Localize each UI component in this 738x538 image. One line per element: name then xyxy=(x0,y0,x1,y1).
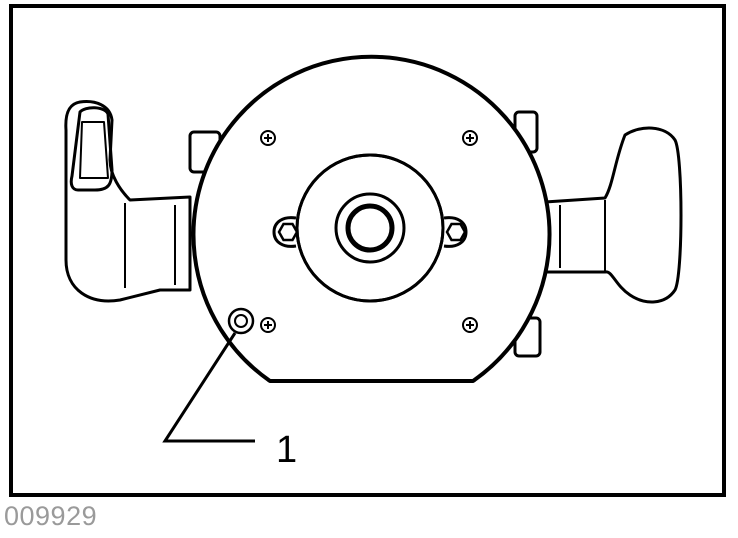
collet-icon xyxy=(334,192,406,264)
right-handle-icon xyxy=(543,126,683,304)
left-handle-icon xyxy=(64,100,192,303)
hex-nut-icon xyxy=(277,222,467,242)
set-screw-icon xyxy=(227,307,255,335)
callout-leader-line xyxy=(162,332,255,443)
callout-label: 1 xyxy=(276,429,297,471)
screw-icon xyxy=(260,130,478,333)
figure-code: 009929 xyxy=(4,501,98,531)
figure-frame xyxy=(9,4,726,497)
